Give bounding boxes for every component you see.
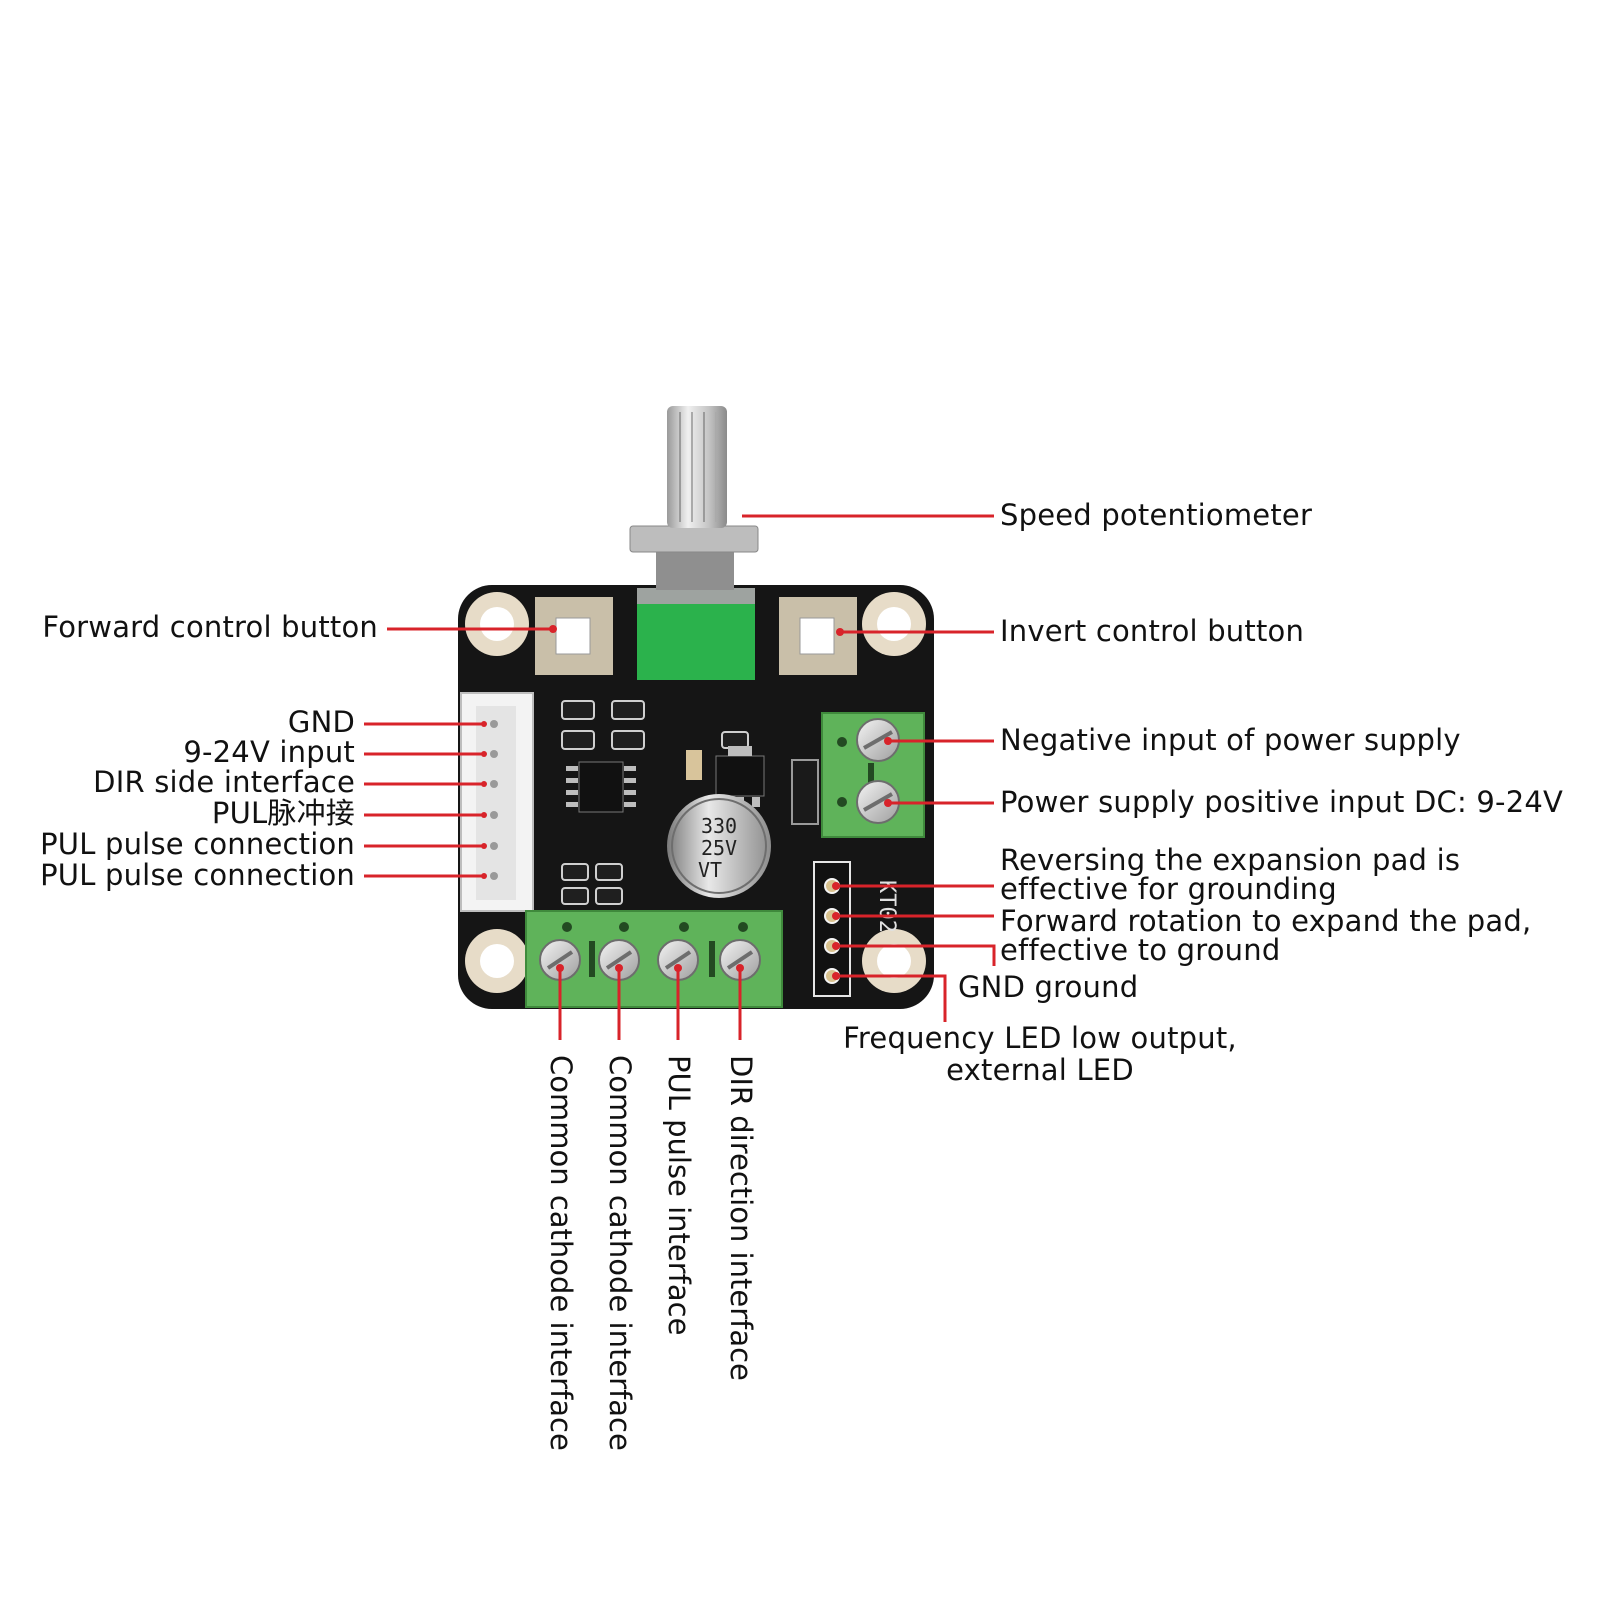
diode — [791, 759, 819, 825]
capacitor-text-line3: VT — [698, 858, 722, 882]
label-gnd: GND — [287, 705, 355, 739]
label-speed-potentiometer: Speed potentiometer — [1000, 498, 1313, 532]
label-dir-direction-interface: DIR direction interface — [724, 1055, 758, 1381]
label-forward-pad-line2: effective to ground — [1000, 933, 1281, 967]
label-forward-control-button: Forward control button — [42, 610, 378, 644]
bottom-terminal-block — [525, 910, 783, 1008]
invert-button — [779, 597, 857, 675]
leader-lines — [364, 514, 996, 1040]
label-freq-led-line2: external LED — [946, 1053, 1134, 1087]
label-invert-control-button: Invert control button — [1000, 614, 1305, 648]
mount-hole-top-left — [465, 592, 529, 656]
label-common-cathode-2: Common cathode interface — [603, 1055, 637, 1451]
capacitor-text-line2: 25V — [701, 836, 737, 860]
mount-hole-bottom-right — [862, 929, 926, 993]
speed-potentiometer — [629, 406, 759, 680]
leader-gnd-pad — [836, 944, 996, 966]
forward-button — [535, 597, 613, 675]
leader-freq-led — [836, 974, 947, 1022]
label-forward-pad-line1: Forward rotation to expand the pad, — [1000, 904, 1532, 938]
label-reversing-pad-line1: Reversing the expansion pad is — [1000, 843, 1461, 877]
board-model-label: KT02 — [874, 880, 899, 933]
label-pul-pulse-connection-1: PUL pulse connection — [40, 827, 355, 861]
label-common-cathode-1: Common cathode interface — [544, 1055, 578, 1451]
driver-ic — [566, 761, 636, 813]
label-gnd-ground: GND ground — [958, 970, 1139, 1004]
capacitor-text-line1: 330 — [701, 814, 737, 838]
label-freq-led-line1: Frequency LED low output, — [843, 1021, 1237, 1055]
label-pul-chinese: PUL脉冲接 — [211, 796, 355, 830]
electrolytic-capacitor: 330 25V VT — [667, 794, 771, 898]
label-reversing-pad-line2: effective for grounding — [1000, 872, 1337, 906]
leader-dots — [481, 625, 892, 980]
mount-hole-top-right — [862, 592, 926, 656]
label-positive-input: Power supply positive input DC: 9-24V — [1000, 785, 1564, 819]
smd-components — [561, 700, 749, 905]
power-terminal-block — [821, 712, 925, 838]
label-negative-input: Negative input of power supply — [1000, 723, 1461, 757]
label-pul-pulse-interface: PUL pulse interface — [662, 1055, 696, 1336]
side-connector-6pin — [460, 692, 534, 912]
label-pul-pulse-connection-2: PUL pulse connection — [40, 858, 355, 892]
label-dir-side-interface: DIR side interface — [93, 765, 355, 799]
mount-hole-bottom-left — [465, 929, 529, 993]
label-9-24v-input: 9-24V input — [183, 735, 355, 769]
regulator-ic — [715, 746, 765, 807]
